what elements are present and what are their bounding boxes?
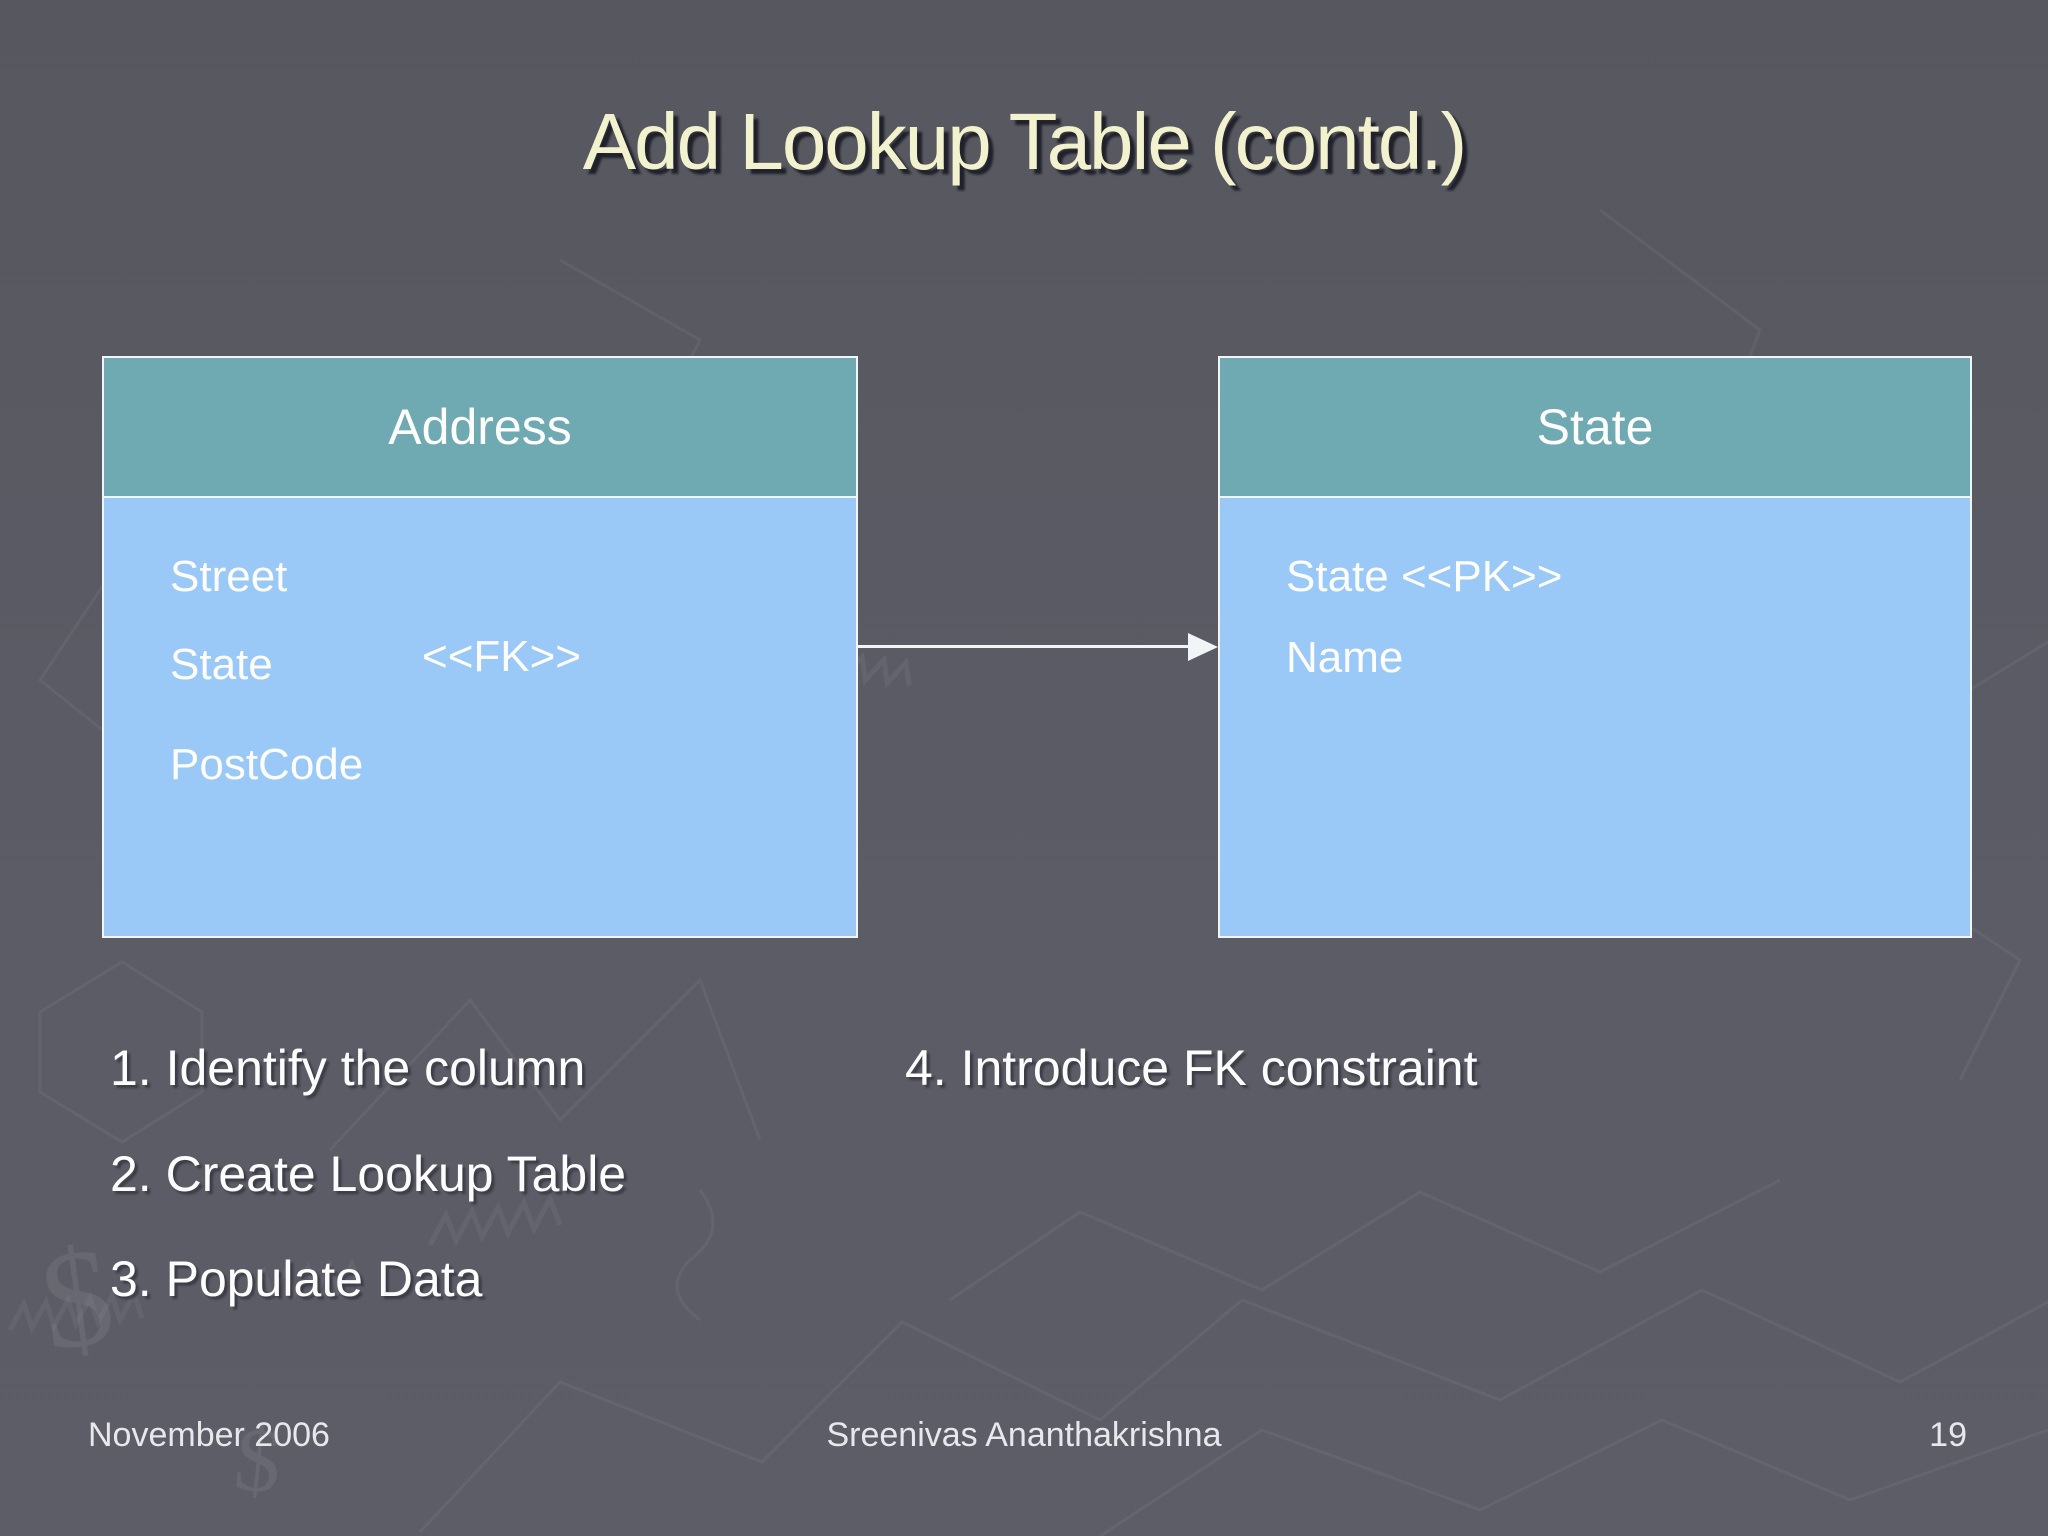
footer-date: November 2006 [88,1416,330,1454]
step-3: 3. Populate Data [110,1251,483,1307]
state-table-header: State [1220,358,1970,498]
footer-page-number: 19 [1929,1416,1967,1454]
address-table-header: Address [104,358,856,498]
slide-title: Add Lookup Table (contd.) [582,97,1468,186]
address-field-street: Street [170,552,288,601]
step-4: 4. Introduce FK constraint [905,1040,1478,1096]
state-field-state-pk: State <<PK>> [1286,552,1563,601]
state-field-name: Name [1286,633,1404,682]
steps-list-right: 4. Introduce FK constraint [905,1042,1478,1148]
steps-list-left: 1. Identify the column 2. Create Lookup … [110,1042,626,1359]
address-field-state-label: State [170,640,273,689]
step-2: 2. Create Lookup Table [110,1145,627,1202]
address-field-state: State <<FK>> [170,632,581,690]
svg-text:$: $ [32,1218,123,1381]
step-1: 1. Identify the column [110,1040,586,1096]
address-table: Address Street State <<FK>> PostCode [102,356,858,938]
address-table-body: Street State <<FK>> PostCode [104,498,856,936]
relationship-arrowhead-icon [1188,633,1218,661]
state-table-body: State <<PK>> Name [1220,498,1970,936]
state-table: State State <<PK>> Name [1218,356,1972,938]
address-field-postcode: PostCode [170,740,364,789]
footer-author: Sreenivas Ananthakrishna [826,1416,1222,1454]
fk-tag: <<FK>> [422,632,582,681]
relationship-arrow-line [858,645,1192,648]
